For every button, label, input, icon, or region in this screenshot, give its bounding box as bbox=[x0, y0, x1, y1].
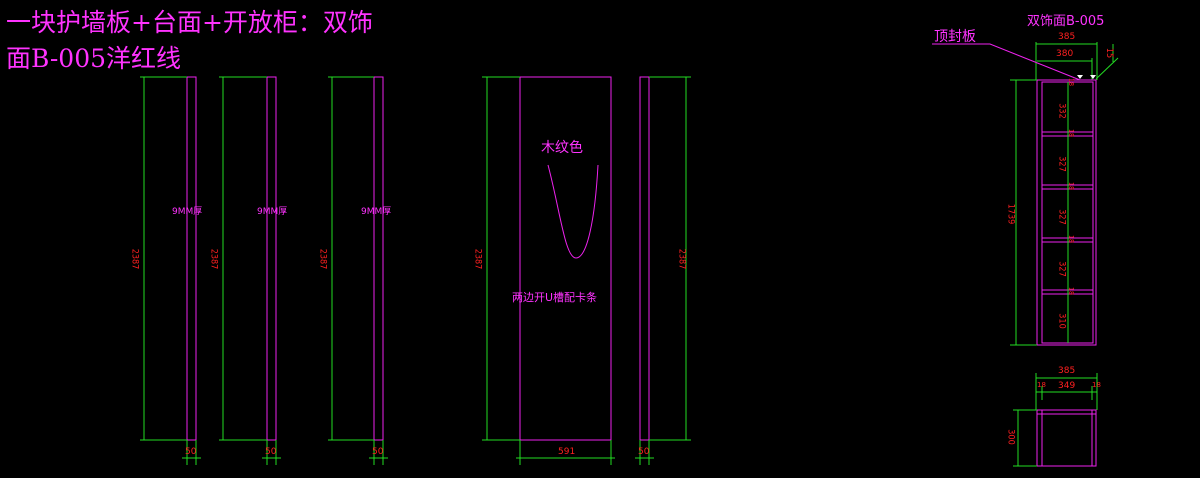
shelf-gap-5: 310 bbox=[1056, 313, 1067, 329]
thickness-label-2: 9MM厚 bbox=[257, 207, 288, 217]
wood-grain-curve bbox=[547, 164, 599, 259]
bottom-width-outer-dim: 385 bbox=[1058, 366, 1076, 376]
height-dim-4: 2387 bbox=[472, 248, 483, 270]
finish-label: 双饰面B-005 bbox=[1027, 14, 1105, 29]
wide-center-panel bbox=[482, 76, 615, 465]
cabinet-total-height-dim: 1739 bbox=[1005, 203, 1016, 225]
top-board-label: 顶封板 bbox=[934, 29, 976, 45]
width-dim-3: 50 bbox=[372, 447, 384, 457]
shelf-gap-3: 327 bbox=[1056, 209, 1067, 225]
wood-color-label: 木纹色 bbox=[541, 140, 583, 156]
thickness-label-3: 9MM厚 bbox=[361, 207, 392, 217]
width-dim-1: 50 bbox=[185, 447, 197, 457]
top-thickness-dim: 15 bbox=[1104, 47, 1115, 59]
bottom-width-inner-dim: 349 bbox=[1058, 381, 1076, 391]
drawing-title-line-2: 面B-005洋红线 bbox=[6, 44, 182, 73]
bottom-side-left-dim: 18 bbox=[1037, 381, 1046, 389]
narrow-panel-2 bbox=[219, 76, 281, 465]
right-narrow-panel bbox=[635, 76, 691, 465]
height-dim-2: 2387 bbox=[208, 248, 219, 270]
shelf-gap-1: 332 bbox=[1056, 103, 1067, 119]
open-cabinet-elevation bbox=[932, 42, 1119, 346]
cabinet-plan-view bbox=[1013, 373, 1098, 467]
thickness-label-1: 9MM厚 bbox=[172, 207, 203, 217]
narrow-panel-1 bbox=[140, 76, 201, 465]
width-dim-2: 50 bbox=[265, 447, 277, 457]
shelf-gap-2: 327 bbox=[1056, 156, 1067, 172]
narrow-panel-3 bbox=[328, 76, 388, 465]
width-dim-wide: 591 bbox=[558, 447, 576, 457]
shelf-thickness-4: 18 bbox=[1067, 286, 1076, 296]
bottom-side-right-dim: 18 bbox=[1092, 381, 1101, 389]
shelf-thickness-1: 18 bbox=[1067, 128, 1076, 138]
shelf-thickness-2: 18 bbox=[1067, 181, 1076, 191]
shelf-thickness-3: 18 bbox=[1067, 234, 1076, 244]
top-width-outer-dim: 385 bbox=[1058, 32, 1076, 42]
height-dim-5: 2387 bbox=[676, 248, 687, 270]
top-width-inner-dim: 380 bbox=[1056, 49, 1074, 59]
width-dim-right: 50 bbox=[638, 447, 650, 457]
cabinet-depth-dim: 300 bbox=[1005, 429, 1016, 445]
shelf-gap-4: 327 bbox=[1056, 261, 1067, 277]
drawing-title-line-1: 一块护墙板+台面+开放柜：双饰 bbox=[6, 8, 373, 37]
u-groove-label: 两边开U槽配卡条 bbox=[512, 291, 598, 304]
height-dim-1: 2387 bbox=[129, 248, 140, 270]
shelf-thickness-top: 18 bbox=[1067, 77, 1076, 87]
height-dim-3: 2387 bbox=[317, 248, 328, 270]
